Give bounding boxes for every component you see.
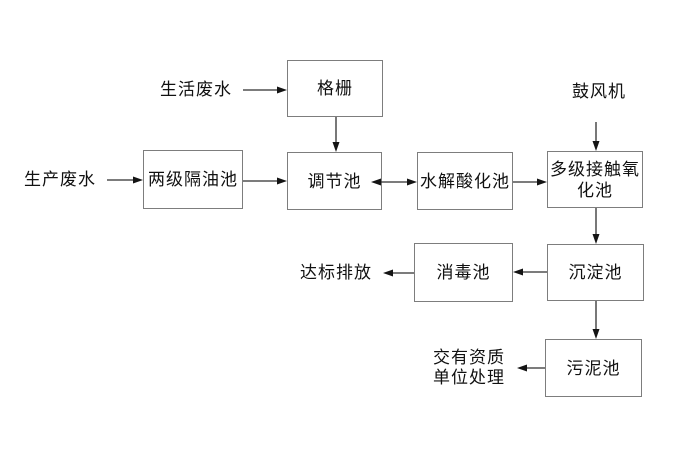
arrow-disinfection-to-discharge — [383, 269, 414, 277]
arrow-production-to-oil-separator — [107, 176, 143, 184]
arrow-blower-to-oxidation — [592, 122, 600, 151]
node-grid-screen: 格栅 — [287, 60, 383, 117]
node-disinfection-tank: 消毒池 — [414, 243, 513, 302]
label-qualified-unit-disposal: 交有资质 单位处理 — [433, 348, 505, 387]
arrow-oil-separator-to-regulating — [243, 177, 287, 185]
arrow-sedimentation-to-sludge — [592, 301, 600, 339]
arrow-grid-to-regulating — [332, 117, 340, 152]
arrow-sedimentation-to-disinfection — [513, 268, 547, 276]
node-contact-oxidation-tank: 多级接触氧 化池 — [547, 151, 643, 208]
label-domestic-wastewater: 生活废水 — [160, 80, 232, 99]
arrow-oxidation-to-sedimentation — [592, 208, 600, 244]
arrow-hydrolysis-to-oxidation — [513, 178, 547, 186]
label-production-wastewater: 生产废水 — [24, 170, 96, 189]
node-hydrolysis-acidification: 水解酸化池 — [417, 152, 513, 210]
label-standard-discharge: 达标排放 — [300, 263, 372, 282]
arrow-sludge-to-disposal — [517, 364, 545, 372]
node-sedimentation-tank: 沉淀池 — [547, 244, 644, 301]
node-two-stage-oil-separator: 两级隔油池 — [143, 150, 243, 209]
arrow-domestic-to-grid — [243, 86, 287, 94]
node-regulating-tank: 调节池 — [287, 152, 382, 210]
node-sludge-tank: 污泥池 — [545, 339, 642, 397]
label-blower: 鼓风机 — [572, 82, 626, 101]
